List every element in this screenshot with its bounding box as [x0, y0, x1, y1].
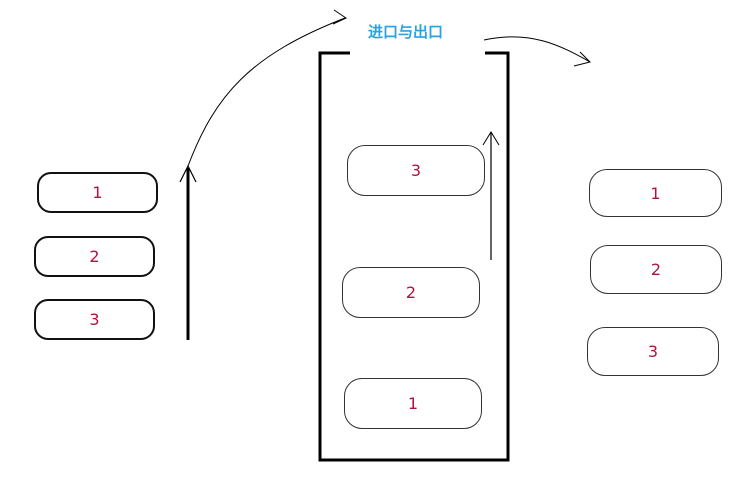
container-item-top: 3: [347, 145, 485, 196]
enter-curve-arrow: [187, 9, 348, 167]
item-label: 1: [650, 183, 661, 203]
item-label: 2: [650, 260, 662, 279]
right-item-1: 1: [589, 169, 722, 217]
left-item-1: 1: [37, 172, 158, 213]
item-label: 3: [647, 342, 659, 361]
container-item-bottom: 1: [344, 378, 482, 429]
push-arrow: [179, 164, 197, 340]
item-label: 3: [410, 161, 422, 180]
left-item-3: 3: [34, 299, 155, 340]
right-item-3: 3: [587, 327, 719, 376]
entrance-exit-title: 进口与出口: [368, 23, 444, 41]
left-item-2: 2: [34, 236, 155, 277]
container-item-middle: 2: [342, 267, 480, 318]
exit-curve-arrow: [483, 36, 591, 67]
pop-arrow: [482, 131, 500, 260]
item-label: 1: [407, 394, 419, 413]
item-label: 2: [405, 283, 417, 302]
item-label: 2: [89, 247, 100, 266]
item-label: 3: [89, 310, 100, 329]
item-label: 1: [92, 183, 103, 202]
right-item-2: 2: [590, 245, 722, 294]
stack-container: [318, 51, 510, 462]
